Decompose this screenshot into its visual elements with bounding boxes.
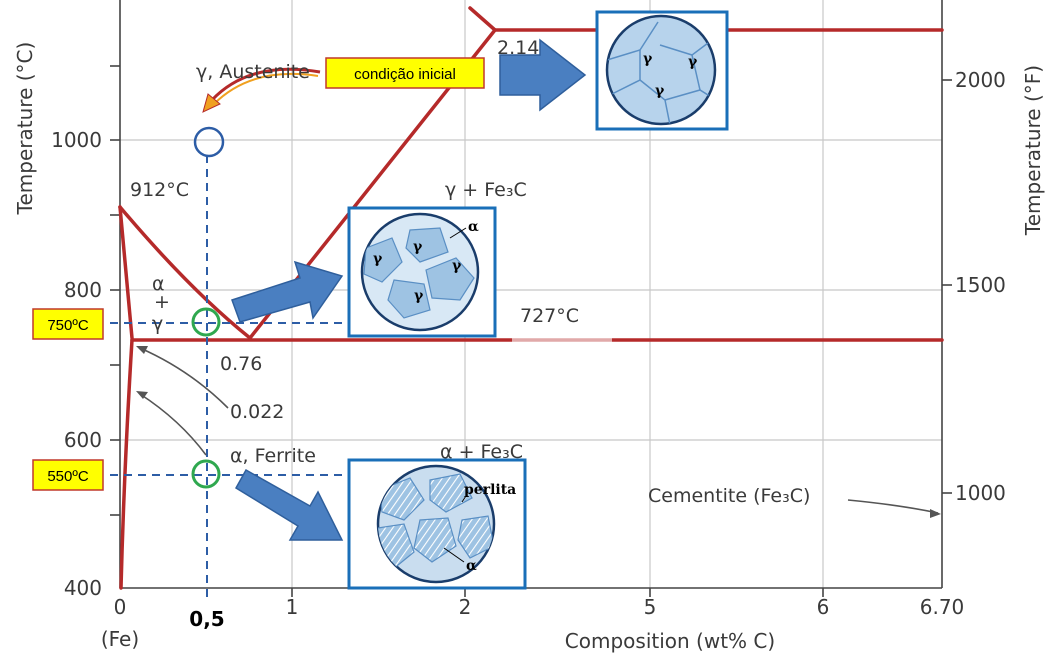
curved-arrowhead <box>202 93 221 113</box>
pointer-cementite <box>847 499 939 514</box>
label-076: 0.76 <box>220 353 262 375</box>
label-gamma: γ <box>152 313 163 335</box>
pointer-0022-head <box>136 346 148 354</box>
label-gamma-fe3c: γ + Fe₃C <box>445 179 527 201</box>
callout-750-box <box>32 308 104 340</box>
label-ferrite: α, Ferrite <box>230 445 316 467</box>
ytick-right-1000: 1000 <box>955 481 1006 505</box>
axes <box>110 0 952 597</box>
pointer-arrows <box>136 346 941 518</box>
gamma-alpha-left-line <box>118 205 134 340</box>
micrograph-austenite: γ γ γ <box>595 10 729 131</box>
pointer-cementite-head <box>930 509 941 518</box>
arrow-to-micrograph-1 <box>499 38 587 112</box>
guide-lines <box>110 155 350 600</box>
upper-boundary <box>468 6 497 32</box>
arrow-to-micrograph-3 <box>234 468 344 541</box>
xtick-2: 2 <box>459 595 472 619</box>
marker-1000 <box>193 126 225 158</box>
label-0022: 0.022 <box>230 401 284 423</box>
label-alpha: α <box>152 273 165 295</box>
label-alpha-fe3c: α + Fe₃C <box>440 441 523 463</box>
pointer-0022 <box>139 347 229 409</box>
ytick-right-1500: 1500 <box>955 273 1006 297</box>
micro1-grain-2: γ <box>688 54 698 70</box>
micro3-perlita-label: perlita <box>464 482 516 498</box>
micro2-grain-2: γ <box>413 239 423 255</box>
callout-initial-box <box>325 57 485 89</box>
micro2-alpha-label: α <box>468 219 479 235</box>
curved-arrow <box>210 67 321 102</box>
micrograph-alpha-gamma: α γ γ γ γ <box>347 206 497 338</box>
label-austenite: γ, Austenite <box>196 61 310 83</box>
a3-line <box>118 205 252 340</box>
arrow-to-micrograph-2 <box>231 260 344 323</box>
xtick-5: 5 <box>644 595 657 619</box>
ytick-600: 600 <box>64 428 102 452</box>
micro2-grain-1: γ <box>373 251 383 267</box>
micro1-grain-1: γ <box>643 51 653 67</box>
y-axis-right-title: Temperature (°F) <box>1021 65 1045 236</box>
callout-initial-text: condição inicial <box>354 66 456 83</box>
y-axis-left-title: Temperature (°C) <box>13 42 37 216</box>
callout-750: 750ºC <box>32 308 104 340</box>
xtick-670: 6.70 <box>920 595 965 619</box>
ytick-right-2000: 2000 <box>955 68 1006 92</box>
micro3-alpha-label: α <box>466 558 477 574</box>
ytick-400: 400 <box>64 576 102 600</box>
label-214: 2.14 <box>497 37 539 59</box>
xtick-fe: (Fe) <box>101 627 139 651</box>
label-cementite: Cementite (Fe₃C) <box>648 485 810 507</box>
callout-initial: condição inicial <box>325 57 485 89</box>
pointer-ferrite-head <box>136 391 148 399</box>
x-axis-title: Composition (wt% C) <box>565 629 775 653</box>
pointer-ferrite <box>139 393 207 456</box>
label-912: 912°C <box>130 179 189 201</box>
marker-750 <box>191 307 221 337</box>
micro2-grain-3: γ <box>452 258 462 274</box>
callout-550: 550ºC <box>32 459 104 491</box>
xtick-1: 1 <box>286 595 299 619</box>
ytick-800: 800 <box>64 278 102 302</box>
ytick-1000: 1000 <box>51 128 102 152</box>
micrograph-pearlite: perlita α <box>347 458 527 590</box>
label-plus: + <box>154 291 170 313</box>
micro2-grain-4: γ <box>414 288 424 304</box>
xtick-6: 6 <box>817 595 830 619</box>
solvus-line <box>119 338 134 590</box>
callout-750-text: 750ºC <box>47 317 89 334</box>
micrograph-disc-1 <box>605 14 717 126</box>
label-mask <box>512 334 612 344</box>
marker-550 <box>191 459 221 489</box>
label-727: 727°C <box>520 305 579 327</box>
callout-550-box <box>32 459 104 491</box>
xtick-0: 0 <box>114 595 127 619</box>
xtick-marked-05: 0,5 <box>189 607 224 631</box>
curved-arrow-highlight <box>213 72 319 105</box>
callout-550-text: 550ºC <box>47 468 89 485</box>
micro1-grain-3: γ <box>655 83 665 99</box>
